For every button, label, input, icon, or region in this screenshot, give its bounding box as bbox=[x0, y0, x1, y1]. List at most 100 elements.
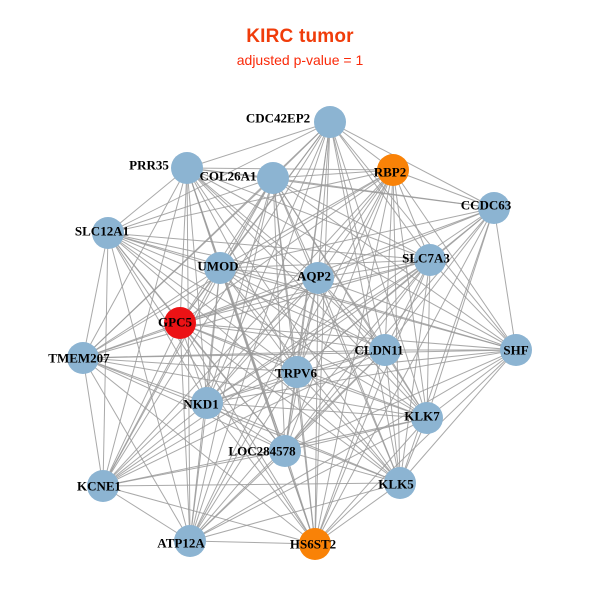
graph-node-atp12a[interactable] bbox=[174, 525, 206, 557]
plot-title-block: KIRC tumor adjusted p-value = 1 bbox=[0, 26, 600, 70]
graph-edge bbox=[82, 232, 109, 359]
graph-edge bbox=[107, 167, 188, 234]
graph-edge bbox=[296, 371, 401, 484]
graph-node-rbp2[interactable] bbox=[377, 154, 409, 186]
graph-edge bbox=[82, 357, 298, 373]
graph-edge bbox=[82, 357, 286, 452]
graph-edge bbox=[179, 259, 431, 324]
graph-edge bbox=[296, 169, 394, 373]
graph-edge bbox=[206, 169, 394, 404]
graph-edge bbox=[272, 177, 286, 452]
graph-edge bbox=[284, 450, 316, 545]
graph-edge bbox=[189, 540, 316, 545]
graph-edge bbox=[107, 169, 394, 234]
graph-edge bbox=[426, 207, 495, 419]
graph-node-tmem207[interactable] bbox=[67, 342, 99, 374]
graph-edge bbox=[272, 169, 394, 179]
graph-edge bbox=[272, 177, 495, 209]
graph-edge bbox=[284, 450, 401, 484]
graph-edge bbox=[189, 177, 274, 542]
graph-edge bbox=[102, 485, 316, 545]
graph-edge bbox=[82, 267, 221, 359]
graph-node-hs6st2[interactable] bbox=[299, 528, 331, 560]
graph-edge bbox=[206, 402, 428, 419]
graph-edge bbox=[179, 322, 401, 484]
graph-edge bbox=[102, 417, 428, 487]
graph-edge bbox=[329, 121, 428, 419]
graph-edge bbox=[179, 167, 188, 324]
graph-edge bbox=[186, 167, 319, 279]
graph-edge bbox=[429, 259, 517, 351]
graph-edge bbox=[82, 349, 517, 359]
page-title: KIRC tumor bbox=[246, 26, 354, 47]
graph-node-klk5[interactable] bbox=[384, 467, 416, 499]
graph-node-klk7[interactable] bbox=[411, 402, 443, 434]
graph-edge bbox=[82, 322, 181, 359]
graph-node-slc7a3[interactable] bbox=[414, 244, 446, 276]
graph-node-kcne1[interactable] bbox=[87, 470, 119, 502]
graph-edge bbox=[399, 259, 431, 484]
graph-edge bbox=[82, 357, 191, 542]
graph-edge bbox=[102, 167, 188, 487]
graph-edge bbox=[384, 259, 431, 351]
graph-edge bbox=[186, 167, 428, 419]
graph-edge bbox=[107, 232, 401, 484]
graph-edge bbox=[82, 357, 316, 545]
graph-edge bbox=[102, 482, 401, 487]
graph-edge bbox=[186, 167, 386, 351]
graph-edge bbox=[317, 277, 401, 484]
graph-edge bbox=[82, 259, 431, 359]
graph-edge bbox=[179, 322, 298, 373]
graph-node-cldn11[interactable] bbox=[369, 334, 401, 366]
graph-node-aqp2[interactable] bbox=[302, 262, 334, 294]
graph-edge bbox=[426, 259, 431, 419]
graph-edge bbox=[317, 277, 517, 351]
graph-edge bbox=[272, 177, 401, 484]
graph-node-prr35[interactable] bbox=[171, 152, 203, 184]
graph-node-umod[interactable] bbox=[204, 252, 236, 284]
graph-edge bbox=[219, 207, 495, 269]
graph-node-col26a1[interactable] bbox=[257, 162, 289, 194]
graph-edge bbox=[179, 322, 517, 351]
graph-node-slc12a1[interactable] bbox=[92, 217, 124, 249]
graph-edge bbox=[284, 169, 394, 452]
graph-edge bbox=[426, 349, 517, 419]
graph-edge bbox=[179, 177, 274, 324]
graph-edge bbox=[314, 121, 331, 545]
graph-edge bbox=[296, 371, 316, 545]
graph-edge bbox=[392, 169, 431, 261]
graph-node-cdc42ep2[interactable] bbox=[314, 106, 346, 138]
graph-edge bbox=[317, 259, 431, 279]
graph-edge bbox=[82, 357, 401, 484]
graph-node-shf[interactable] bbox=[500, 334, 532, 366]
graph-edge bbox=[102, 485, 191, 542]
graph-edge bbox=[189, 482, 401, 542]
graph-edge bbox=[107, 232, 208, 404]
graph-node-trpv6[interactable] bbox=[281, 356, 313, 388]
graph-edge bbox=[219, 267, 319, 279]
graph-edge bbox=[206, 259, 431, 404]
graph-node-ccdc63[interactable] bbox=[478, 192, 510, 224]
graph-edge bbox=[189, 121, 331, 542]
graph-edge bbox=[186, 167, 517, 351]
graph-node-gpc5[interactable] bbox=[164, 307, 196, 339]
graph-node-loc284578[interactable] bbox=[269, 435, 301, 467]
graph-edge bbox=[186, 167, 401, 484]
graph-edge bbox=[102, 277, 319, 487]
graph-edge bbox=[189, 450, 286, 542]
graph-edge bbox=[107, 177, 274, 234]
graph-edge bbox=[186, 167, 208, 404]
graph-edge bbox=[189, 349, 517, 542]
graph-edge bbox=[102, 450, 286, 487]
graph-edge bbox=[206, 277, 319, 404]
graph-edge bbox=[317, 207, 495, 279]
graph-edge bbox=[102, 371, 298, 487]
graph-edge bbox=[82, 177, 274, 359]
graph-edge bbox=[107, 121, 331, 234]
graph-edge bbox=[272, 177, 517, 351]
graph-node-nkd1[interactable] bbox=[191, 387, 223, 419]
graph-edge bbox=[296, 349, 517, 373]
graph-edge bbox=[179, 322, 386, 351]
graph-edge bbox=[107, 232, 298, 373]
graph-edge bbox=[219, 169, 394, 269]
